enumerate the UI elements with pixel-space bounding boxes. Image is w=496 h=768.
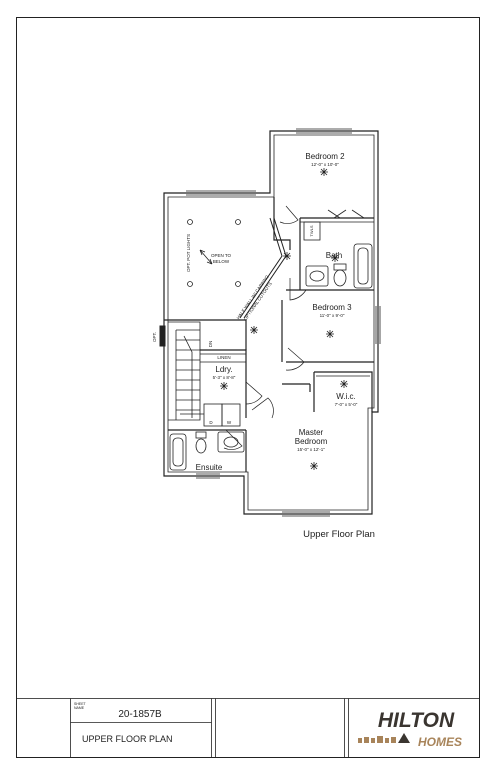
half-wall-note-line1: HALF WALL W/ CAPPING bbox=[236, 274, 271, 321]
bedroom2-size: 12'-0" x 10'-0" bbox=[311, 162, 339, 167]
laundry-size: 5'-3" x 8'-8" bbox=[213, 375, 236, 380]
fixtures bbox=[169, 221, 373, 471]
master-name-line2: Bedroom bbox=[295, 437, 328, 446]
towels-label: TWLS bbox=[309, 225, 314, 236]
exterior-wall-outer bbox=[163, 130, 379, 515]
plan-number: 20-1857B bbox=[118, 709, 162, 720]
hilton-homes-logo: HILTON HOMES bbox=[358, 709, 462, 749]
closets bbox=[200, 209, 374, 377]
laundry-name: Ldry. bbox=[215, 365, 232, 374]
light-fixtures bbox=[187, 168, 348, 470]
ensuite-name: Ensuite bbox=[196, 463, 223, 472]
opt-window bbox=[159, 325, 166, 347]
bath-name: Bath bbox=[326, 251, 342, 260]
opt-label: OPT. bbox=[152, 332, 157, 342]
plan-labels: Bedroom 2 12'-0" x 10'-0" Bath Bedroom 3… bbox=[152, 152, 375, 540]
logo-line1: HILTON bbox=[378, 709, 455, 732]
stair bbox=[168, 321, 204, 421]
bedroom2-name: Bedroom 2 bbox=[305, 152, 345, 161]
opt-pot-lights: OPT. POT LIGHTS bbox=[186, 234, 191, 272]
interior-walls bbox=[164, 197, 374, 472]
door-swings bbox=[223, 205, 307, 450]
logo-line2: HOMES bbox=[418, 735, 462, 749]
bedroom3-size: 11'-0" x 9'-0" bbox=[320, 313, 345, 318]
master-name-line1: Master bbox=[299, 428, 324, 437]
title-block bbox=[16, 698, 480, 758]
sheet-border bbox=[16, 17, 480, 758]
open-to-below-line1: OPEN TO bbox=[211, 253, 232, 258]
dryer-label: D bbox=[209, 420, 213, 425]
windows bbox=[186, 128, 381, 517]
open-to-below-line2: BELOW bbox=[213, 259, 230, 264]
washer-label: W bbox=[227, 420, 232, 425]
sheet-title: UPPER FLOOR PLAN bbox=[82, 734, 173, 744]
floor-plan bbox=[159, 128, 381, 517]
linen-label: LINEN bbox=[217, 355, 230, 360]
master-size: 15'-0" x 12'-1" bbox=[297, 447, 325, 452]
wic-name: W.i.c. bbox=[336, 392, 356, 401]
exterior-wall-inner bbox=[167, 134, 375, 511]
dn-label: DN bbox=[208, 341, 213, 348]
logo-skyline-icon bbox=[358, 733, 410, 743]
bedroom3-name: Bedroom 3 bbox=[312, 303, 352, 312]
plan-caption: Upper Floor Plan bbox=[303, 529, 375, 540]
title-block-text: SHEET NAME 20-1857B UPPER FLOOR PLAN bbox=[74, 702, 173, 744]
wic-size: 7'-0" x 5'-0" bbox=[335, 402, 358, 407]
sheet-name-label-line1: SHEET bbox=[74, 702, 87, 706]
sheet-name-label-line2: NAME bbox=[74, 706, 85, 710]
